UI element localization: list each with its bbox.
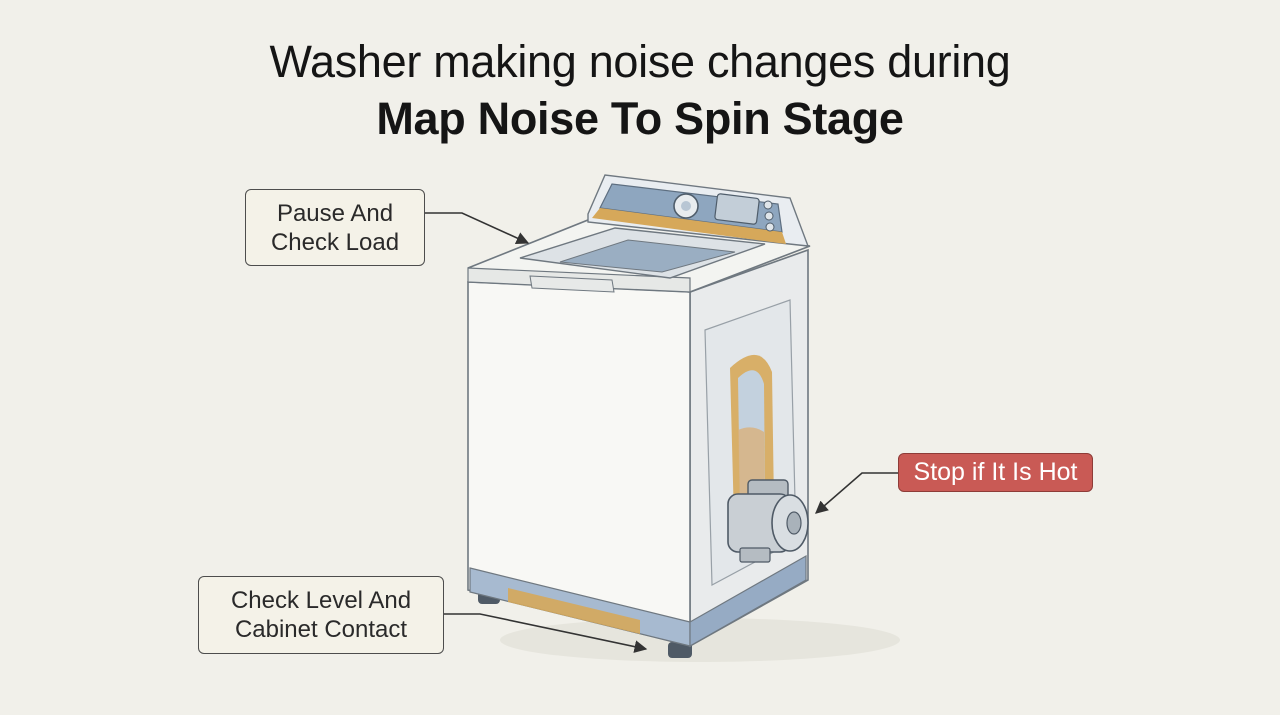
leader-stop-if-hot [815, 472, 898, 514]
base-tan-strip [508, 588, 640, 634]
callout-pause-line-2: Check Load [270, 228, 400, 256]
callout-stop-if-hot: Stop if It Is Hot [898, 453, 1093, 492]
leader-check-level [444, 613, 648, 653]
lid-lip [529, 275, 615, 293]
control-button-icon [764, 211, 774, 221]
control-button-icon [765, 222, 775, 232]
callout-pause-line-1: Pause And [276, 199, 394, 227]
callout-level-line-1: Check Level And [230, 587, 412, 614]
callout-level-line-2: Cabinet Contact [234, 616, 408, 643]
leader-pause-check-load [425, 212, 530, 245]
title-line-2: Map Noise To Spin Stage [376, 93, 904, 144]
digital-display-icon [714, 193, 760, 225]
callout-pause-and-check-load: Pause And Check Load [245, 189, 425, 266]
tub-inner [559, 239, 736, 273]
title-line-1: Washer making noise changes during [269, 36, 1011, 87]
control-button-icon [763, 200, 773, 210]
callout-hot-text: Stop if It Is Hot [913, 458, 1078, 486]
base-band-side [689, 554, 807, 648]
callout-check-level-and-cabinet-contact: Check Level And Cabinet Contact [198, 576, 444, 654]
console-tan-trim [592, 208, 786, 244]
drain-pump-motor-icon [727, 479, 809, 563]
foot-right [668, 642, 692, 658]
